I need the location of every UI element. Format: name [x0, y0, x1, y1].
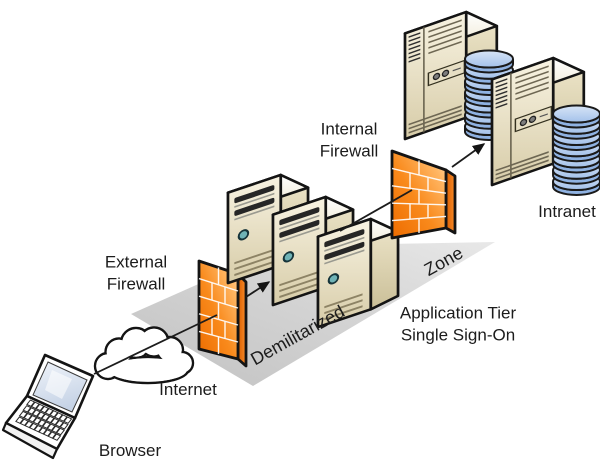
laptop-icon: [3, 353, 93, 458]
internal-firewall-label: Internal Firewall: [320, 119, 379, 164]
application-tier-label: Application Tier Single Sign-On: [400, 303, 516, 348]
internal-firewall-icon: [390, 149, 457, 240]
external-firewall-label-line2: Firewall: [106, 275, 166, 294]
external-firewall-label-line1: External: [104, 252, 168, 272]
intranet-label: Intranet: [538, 201, 596, 221]
cloud-icon: [93, 326, 195, 385]
link-dmz-internal-firewall: [339, 189, 413, 232]
internet-label: Internet: [159, 379, 217, 399]
arrow-firewall-to-dmz: [245, 281, 271, 298]
internal-firewall-label-line1: Internal: [320, 119, 378, 139]
keyboard: [14, 400, 73, 440]
browser-label: Browser: [98, 440, 162, 460]
application-tier-label-line1: Application Tier: [399, 303, 517, 323]
external-firewall-label: External Firewall: [105, 252, 167, 297]
database-stack-icon-2: [552, 104, 600, 196]
arrow-firewall-to-intranet: [451, 143, 486, 168]
application-tier-label-line2: Single Sign-On: [400, 326, 516, 345]
internal-firewall-label-line2: Firewall: [319, 142, 379, 161]
link-browser-internet-firewall: [93, 314, 218, 375]
